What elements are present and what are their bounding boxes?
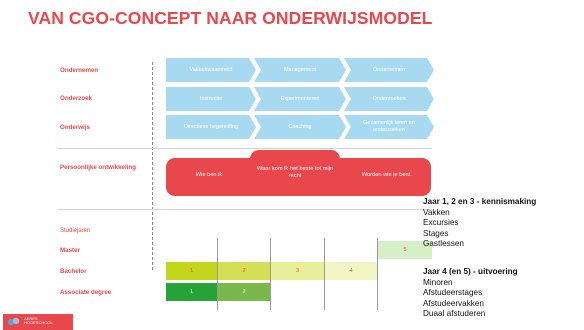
side-item: Vakken [423, 207, 450, 217]
logo [3, 314, 73, 330]
page-title: VAN CGO-CONCEPT NAAR ONDERWIJSMODEL [28, 8, 433, 28]
side-item: Stages [423, 228, 449, 238]
chevron-experimenteren: Experimenteren [254, 87, 346, 111]
grid-line [377, 238, 378, 310]
level-label-bachelor: Bachelor [60, 268, 87, 275]
chevron-coaching: Coaching [254, 115, 346, 139]
row-label-ondernemen: Ondernemen [60, 67, 99, 74]
level-label-master: Master [60, 247, 80, 254]
ad-year-cell: 1 [166, 283, 217, 301]
persoonlijk-wie-ben-ik: Wie ben ik [195, 172, 223, 178]
studiejaren-heading: Studiejaren [60, 228, 91, 234]
bachelor-year-cell: 4 [325, 262, 377, 280]
logo-text: AERES HOGESCHOOL [24, 316, 53, 326]
ad-year-cell: 2 [218, 283, 270, 301]
chevron-directieve-begeleiding: Directieve begeleiding [166, 115, 256, 139]
chevron-ondernemen: Ondernemen [344, 58, 434, 82]
side-item: Excursies [423, 218, 459, 228]
persoonlijk-bar [166, 158, 431, 196]
bachelor-year-cell: 3 [271, 262, 324, 280]
row-label-persoonlijke-ontwikkeling: Persoonlijke ontwikkeling [60, 164, 136, 171]
side-panel-kennismaking: Jaar 1, 2 en 3 - kennismaking Vakken Exc… [423, 197, 536, 250]
grid-line [324, 238, 325, 310]
side-item: Gastlessen [423, 239, 464, 249]
chevron-instructie: Instructie [166, 87, 256, 111]
chevron-vakbekwaamheid: Vakbekwaamheid [166, 58, 256, 82]
level-label-associate-degree: Associate degree [60, 289, 112, 296]
row-label-onderzoek: Onderzoek [60, 95, 92, 102]
grid-line [217, 238, 218, 310]
side-item: Afstudeervakken [423, 298, 484, 308]
side-item: Duaal afstuderen [423, 309, 486, 319]
side-panel-uitvoering: Jaar 4 (en 5) - uitvoering Minoren Afstu… [423, 267, 518, 320]
chevron-management: Management [254, 58, 346, 82]
persoonlijk-waar-kom-ik: Waar kom ik het beste tot mijn recht [256, 166, 334, 180]
logo-line: HOGESCHOOL [24, 320, 53, 326]
grid-line [270, 238, 271, 310]
chevron-onderzoeken: Onderzoeken [344, 87, 434, 111]
bachelor-year-cell: 1 [166, 262, 217, 280]
side-heading-uitvoering: Jaar 4 (en 5) - uitvoering [423, 267, 518, 276]
divider-vertical [152, 62, 153, 270]
side-item: Minoren [423, 277, 453, 287]
persoonlijk-worden-wie-je-bent: Worden wie je bent [361, 172, 411, 178]
separator-bottom [58, 209, 432, 210]
separator-top [58, 148, 432, 149]
bachelor-year-cell: 2 [218, 262, 270, 280]
row-label-onderwijs: Onderwijs [60, 124, 90, 131]
side-heading-kennismaking: Jaar 1, 2 en 3 - kennismaking [423, 197, 537, 206]
side-item: Afstudeerstages [423, 288, 483, 298]
chevron-gezamenlijk-leren: Gezamenlijk leren en onderzoeken [344, 115, 434, 139]
logo-mark-icon [7, 317, 20, 326]
logo-line: AERES [24, 316, 38, 321]
master-year-cell: 5 [378, 241, 432, 259]
